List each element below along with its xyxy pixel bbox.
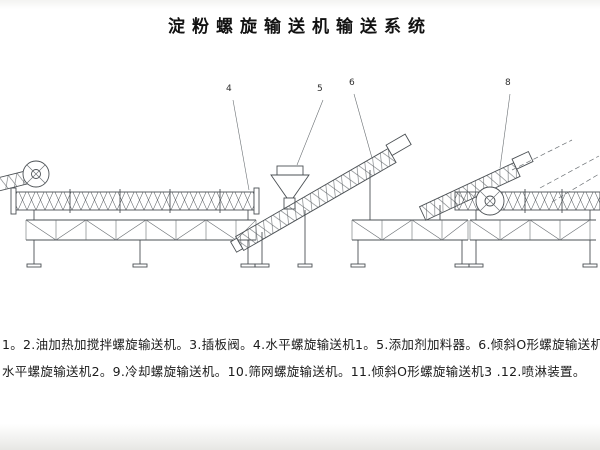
callout-label-6: 6: [349, 78, 355, 88]
drawing-title: 淀粉螺旋输送机输送系统: [168, 17, 432, 37]
callout-leader-lines: [232, 93, 511, 191]
callout-label-5: 5: [317, 84, 323, 94]
callout-label-4: 4: [226, 84, 232, 94]
inclined-o-conveyor-1: [229, 133, 412, 268]
conveyor-system-drawing: [0, 93, 600, 268]
parts-list-line1: 1。2.油加热加搅拌螺旋输送机。3.插板阀。4.水平螺旋输送机1。5.添加剂加料…: [2, 337, 600, 352]
horizontal-screw-conveyor-1: [10, 187, 260, 215]
feed-screw-conveyor-left: [0, 160, 50, 198]
inclined-o-conveyor-2: [418, 150, 534, 221]
support-truss-left: [25, 210, 257, 268]
parts-list-line2: 水平螺旋输送机2。9.冷却螺旋输送机。10.筛网螺旋输送机。11.倾斜O形螺旋输…: [2, 364, 586, 379]
dashed-leader-lines: [511, 139, 600, 203]
horizontal-screw-conveyor-2: [454, 186, 600, 216]
support-truss-middle: [350, 170, 470, 268]
additive-hopper: [270, 165, 310, 210]
support-truss-right: [468, 210, 598, 268]
callout-label-8: 8: [505, 78, 511, 88]
